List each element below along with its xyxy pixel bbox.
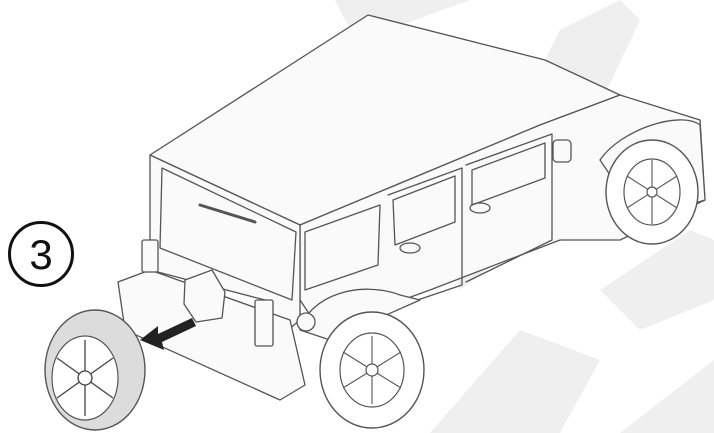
step-number: 3 [29, 234, 52, 276]
tire-carrier-hinge [255, 300, 273, 346]
step-number-badge: 3 [8, 221, 74, 287]
tail-light [142, 240, 158, 272]
front-wheel [606, 140, 698, 244]
rear-wheel [320, 312, 424, 428]
side-mirror [553, 140, 571, 162]
fuel-door [297, 313, 315, 331]
spare-tire [45, 310, 145, 430]
